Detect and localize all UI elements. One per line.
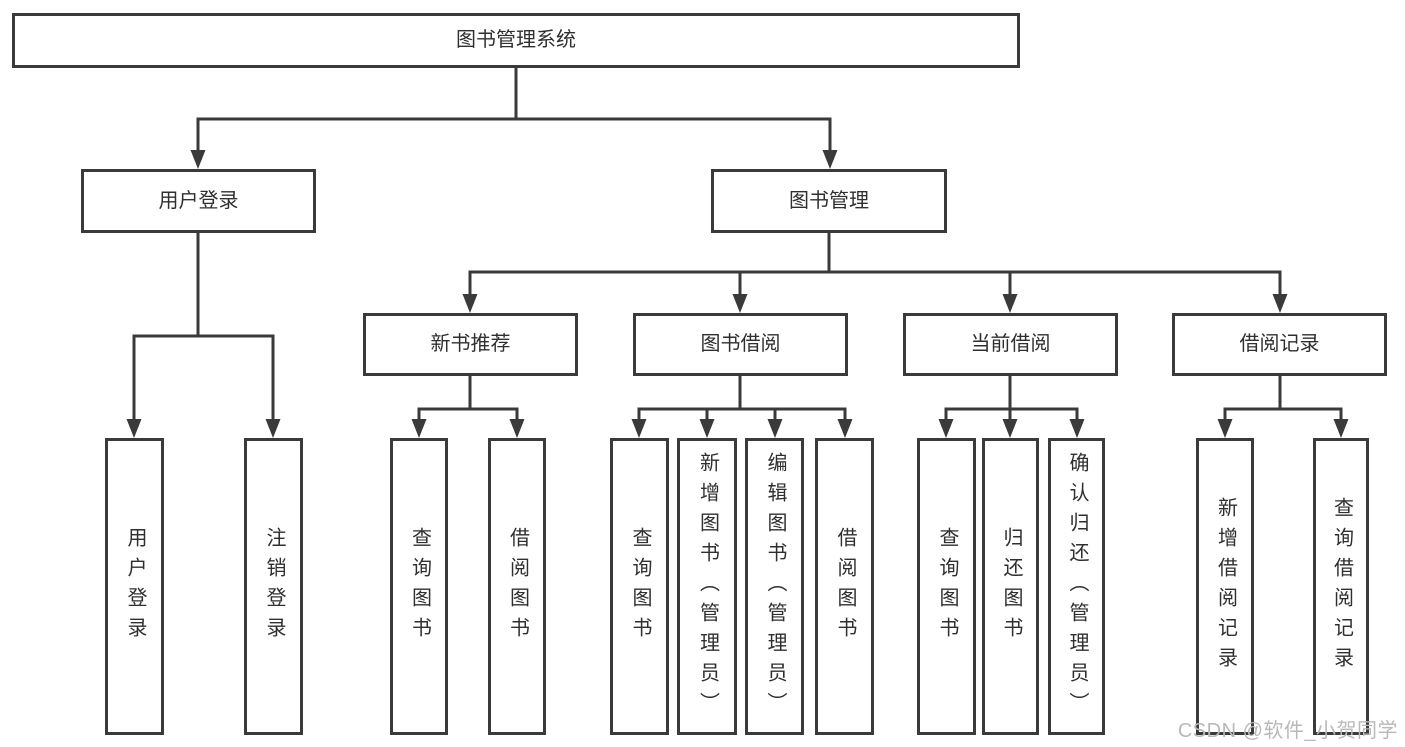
node-book-borrow: 图书借阅 bbox=[633, 313, 848, 376]
node-current-borrow: 当前借阅 bbox=[903, 313, 1118, 376]
leaf-borrow-books-recommend: 借阅图书 bbox=[488, 438, 546, 735]
leaf-confirm-return-admin: 确认归还（管理员） bbox=[1048, 438, 1105, 735]
node-new-book-recommend: 新书推荐 bbox=[363, 313, 578, 376]
leaf-return-books: 归还图书 bbox=[982, 438, 1039, 735]
leaf-add-borrow-record: 新增借阅记录 bbox=[1196, 438, 1254, 735]
node-borrow-records: 借阅记录 bbox=[1172, 313, 1387, 376]
node-user-login: 用户登录 bbox=[81, 169, 316, 233]
leaf-add-books-admin: 新增图书（管理员） bbox=[677, 438, 737, 735]
node-library-management-system: 图书管理系统 bbox=[12, 13, 1020, 68]
leaf-query-books-borrow: 查询图书 bbox=[610, 438, 669, 735]
leaf-borrow-books: 借阅图书 bbox=[815, 438, 874, 735]
leaf-query-books-current: 查询图书 bbox=[917, 438, 976, 735]
node-book-management: 图书管理 bbox=[711, 169, 947, 233]
arrowheads bbox=[126, 150, 1349, 438]
leaf-logout-login: 注销登录 bbox=[244, 438, 303, 735]
leaf-edit-books-admin: 编辑图书（管理员） bbox=[745, 438, 804, 735]
leaf-user-login: 用户登录 bbox=[105, 438, 164, 735]
csdn-watermark: CSDN @软件_小贺同学 bbox=[1177, 720, 1398, 742]
leaf-query-borrow-record: 查询借阅记录 bbox=[1313, 438, 1369, 735]
leaf-query-books-recommend: 查询图书 bbox=[390, 438, 448, 735]
